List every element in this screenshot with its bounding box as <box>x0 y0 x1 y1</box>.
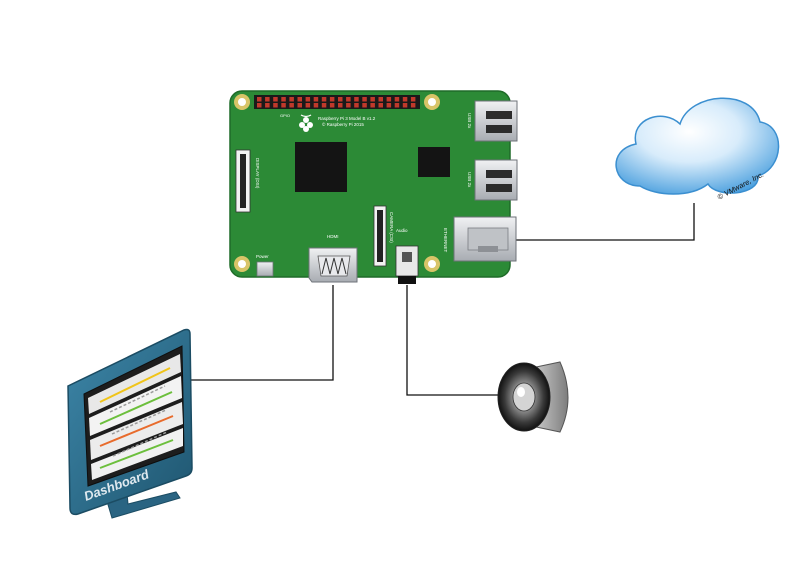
audio-to-speaker-line <box>406 285 498 396</box>
speaker-icon[interactable] <box>497 361 569 433</box>
dashboard-preview <box>88 354 183 480</box>
gpio-pin <box>329 97 335 102</box>
gpio-pin <box>273 97 278 102</box>
gpio-pin <box>305 97 311 102</box>
usb-port-top[interactable] <box>474 100 518 142</box>
gpio-pin <box>281 103 286 108</box>
gpio-pin <box>370 103 375 108</box>
copyright-text: © Raspberry Pi 2015 <box>322 121 364 127</box>
display-connector[interactable] <box>235 149 251 213</box>
gpio-pin <box>313 97 319 102</box>
gpio-pin <box>410 97 416 102</box>
mounting-holes <box>234 94 440 272</box>
gpio-pin <box>346 103 351 108</box>
raspberry-logo-icon <box>299 114 313 132</box>
soc-chip <box>295 142 347 192</box>
ethernet-to-cloud-line <box>515 203 695 241</box>
usb-label-top: USB 2x <box>467 113 472 129</box>
gpio-pin <box>329 103 335 108</box>
lan-chip <box>418 147 450 177</box>
gpio-pin <box>265 97 270 102</box>
gpio-pin <box>338 103 343 108</box>
gpio-header[interactable] <box>254 95 420 109</box>
display-label: DISPLAY (DSI) <box>255 158 260 189</box>
gpio-pin <box>394 97 400 102</box>
gpio-pin <box>362 97 367 102</box>
gpio-pin <box>257 103 262 108</box>
hdmi-to-monitor-line <box>190 285 334 381</box>
gpio-pin <box>289 97 294 102</box>
gpio-pin <box>321 103 327 108</box>
gpio-pin <box>386 103 392 108</box>
gpio-pin <box>257 97 262 102</box>
gpio-pin <box>297 97 302 102</box>
camera-connector[interactable] <box>373 205 387 267</box>
usb-port-bottom[interactable] <box>474 159 518 201</box>
audio-jack[interactable] <box>395 245 419 284</box>
raspberry-pi-board[interactable]: GPIO Raspberry Pi 3 Model B v1.2 © Raspb… <box>229 90 518 284</box>
monitor-icon[interactable]: Dashboard <box>67 328 193 519</box>
gpio-label: GPIO <box>280 113 290 118</box>
gpio-pin <box>289 103 294 108</box>
gpio-pin <box>370 97 375 102</box>
gpio-pin <box>273 103 278 108</box>
gpio-pin <box>265 103 270 108</box>
gpio-pin <box>338 97 343 102</box>
gpio-pin <box>313 103 319 108</box>
gpio-pin <box>378 97 383 102</box>
gpio-pin <box>354 103 359 108</box>
hdmi-port[interactable] <box>308 247 358 283</box>
gpio-pin <box>362 103 367 108</box>
power-port[interactable] <box>256 261 274 277</box>
gpio-pin <box>281 97 286 102</box>
gpio-pin <box>394 103 400 108</box>
ethernet-label: ETHERNET <box>443 228 448 253</box>
gpio-pin <box>305 103 311 108</box>
gpio-pin <box>378 103 383 108</box>
camera-label: CAMERA (CSI) <box>389 212 394 243</box>
connection-lines <box>190 203 695 396</box>
usb-label-bottom: USB 2x <box>467 172 472 188</box>
gpio-pin <box>354 97 359 102</box>
cloud-icon[interactable]: © VMware, Inc. <box>615 97 780 202</box>
gpio-pin <box>386 97 392 102</box>
gpio-pin <box>346 97 351 102</box>
model-text: Raspberry Pi 3 Model B v1.2 <box>318 116 376 121</box>
hdmi-label: HDMI <box>327 234 339 239</box>
gpio-pin <box>321 97 327 102</box>
gpio-pin <box>410 103 416 108</box>
gpio-pin <box>402 97 408 102</box>
gpio-pin <box>402 103 408 108</box>
audio-label: Audio <box>396 228 408 233</box>
power-label: Power <box>256 254 269 259</box>
gpio-pin <box>297 103 302 108</box>
ethernet-port[interactable] <box>453 216 517 262</box>
